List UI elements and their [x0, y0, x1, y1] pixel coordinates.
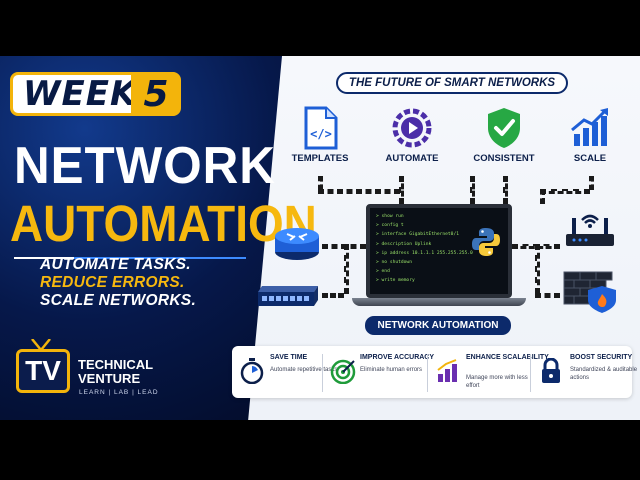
- benefit-desc: Manage more with less effort: [466, 375, 528, 389]
- document-code-icon: </>: [304, 106, 338, 150]
- network-switch-icon: [258, 286, 318, 306]
- connector: [322, 293, 344, 298]
- benefit-desc: Eliminate human errors: [360, 367, 423, 373]
- brand-name-line-1: TECHNICAL: [78, 357, 154, 372]
- gear-play-icon: [392, 108, 432, 148]
- benefit-divider: [530, 354, 531, 392]
- tv-antenna-icon: [31, 339, 51, 351]
- wifi-router-icon: [566, 214, 614, 246]
- feature-label: SCALE: [573, 153, 607, 164]
- benefit-title: ENHANCE SCALABILITY: [466, 354, 549, 361]
- growth-chart-icon: [571, 108, 608, 146]
- benefit-desc: Standardized & auditable actions: [570, 367, 638, 381]
- terminal-line: > no shutdown: [376, 260, 412, 266]
- feature-label: CONSISTENT: [473, 153, 535, 164]
- benefit-desc: Automate repetitive tasks: [270, 367, 338, 373]
- target-icon: [330, 359, 356, 384]
- feature-automate: AUTOMATE: [372, 106, 452, 164]
- brand-logo-text: TV: [25, 355, 61, 386]
- feature-consistent: CONSISTENT: [464, 106, 544, 164]
- benefit-divider: [322, 354, 323, 392]
- connector: [318, 189, 400, 194]
- tagline-3: SCALE NETWORKS.: [40, 292, 197, 309]
- stopwatch-icon: [240, 358, 264, 384]
- header-pill: THE FUTURE OF SMART NETWORKS: [336, 72, 568, 94]
- feature-templates: </> TEMPLATES: [280, 106, 360, 164]
- week-badge: WEEK 5: [10, 72, 181, 116]
- terminal-line: > interface GigabitEthernet0/1: [376, 232, 459, 238]
- connector: [470, 176, 475, 204]
- connector: [399, 176, 404, 204]
- terminal-line: > config t: [376, 223, 404, 229]
- benefit-improve-accuracy: IMPROVE ACCURACY Eliminate human errors: [330, 354, 434, 394]
- benefit-title: SAVE TIME: [270, 354, 308, 361]
- thumbnail: WEEK 5 NETWORK AUTOMATION AUTOMATE TASKS…: [0, 56, 640, 420]
- benefit-enhance-scalability: ENHANCE SCALABILITY Manage more with les…: [436, 354, 549, 394]
- connector: [535, 293, 560, 298]
- tagline-1: AUTOMATE TASKS.: [40, 256, 191, 273]
- brand-name-line-2: VENTURE: [78, 371, 141, 386]
- feature-scale: SCALE: [550, 106, 630, 164]
- connector: [589, 176, 594, 190]
- router-icon: [275, 228, 319, 260]
- connector: [540, 189, 590, 194]
- title-rule: [14, 257, 246, 259]
- connector: [318, 176, 323, 190]
- tagline-2: REDUCE ERRORS.: [40, 274, 185, 291]
- padlock-icon: [542, 358, 560, 383]
- terminal-line: > write memory: [376, 278, 415, 284]
- python-logo-icon: [472, 228, 500, 256]
- benefit-boost-security: BOOST SECURITY Standardized & auditable …: [540, 354, 637, 394]
- connector: [540, 189, 545, 204]
- feature-label: TEMPLATES: [291, 153, 349, 164]
- brand-logo: TV: [16, 349, 70, 393]
- svg-text:</>: </>: [310, 127, 332, 141]
- benefit-title: IMPROVE ACCURACY: [360, 354, 435, 361]
- benefit-divider: [427, 354, 428, 392]
- benefits-bar: [232, 346, 632, 398]
- week-number: 5: [131, 72, 181, 116]
- week-label: WEEK: [23, 74, 138, 114]
- firewall-icon: [563, 271, 616, 313]
- title-line-2: AUTOMATION: [10, 195, 317, 252]
- brand-motto: LEARN | LAB | LEAD: [79, 389, 159, 396]
- terminal-line: > end: [376, 269, 390, 275]
- feature-label: AUTOMATE: [385, 153, 439, 164]
- terminal-line: > show run: [376, 214, 404, 219]
- benefit-title: BOOST SECURITY: [570, 354, 633, 361]
- laptop-base: [352, 298, 526, 306]
- connector: [344, 244, 349, 294]
- shield-check-icon: [488, 108, 520, 148]
- connector: [503, 176, 508, 204]
- title-line-1: NETWORK: [14, 137, 276, 195]
- bar-growth-icon: [437, 359, 457, 382]
- laptop-terminal: > show run > config t > interface Gigabi…: [366, 204, 512, 298]
- terminal-line: > description Uplink: [376, 241, 432, 247]
- connector: [535, 244, 540, 294]
- terminal-line: > ip address 10.1.1.1 255.255.255.0: [376, 250, 473, 256]
- center-pill: NETWORK AUTOMATION: [365, 316, 511, 335]
- benefit-save-time: SAVE TIME Automate repetitive tasks: [240, 354, 337, 394]
